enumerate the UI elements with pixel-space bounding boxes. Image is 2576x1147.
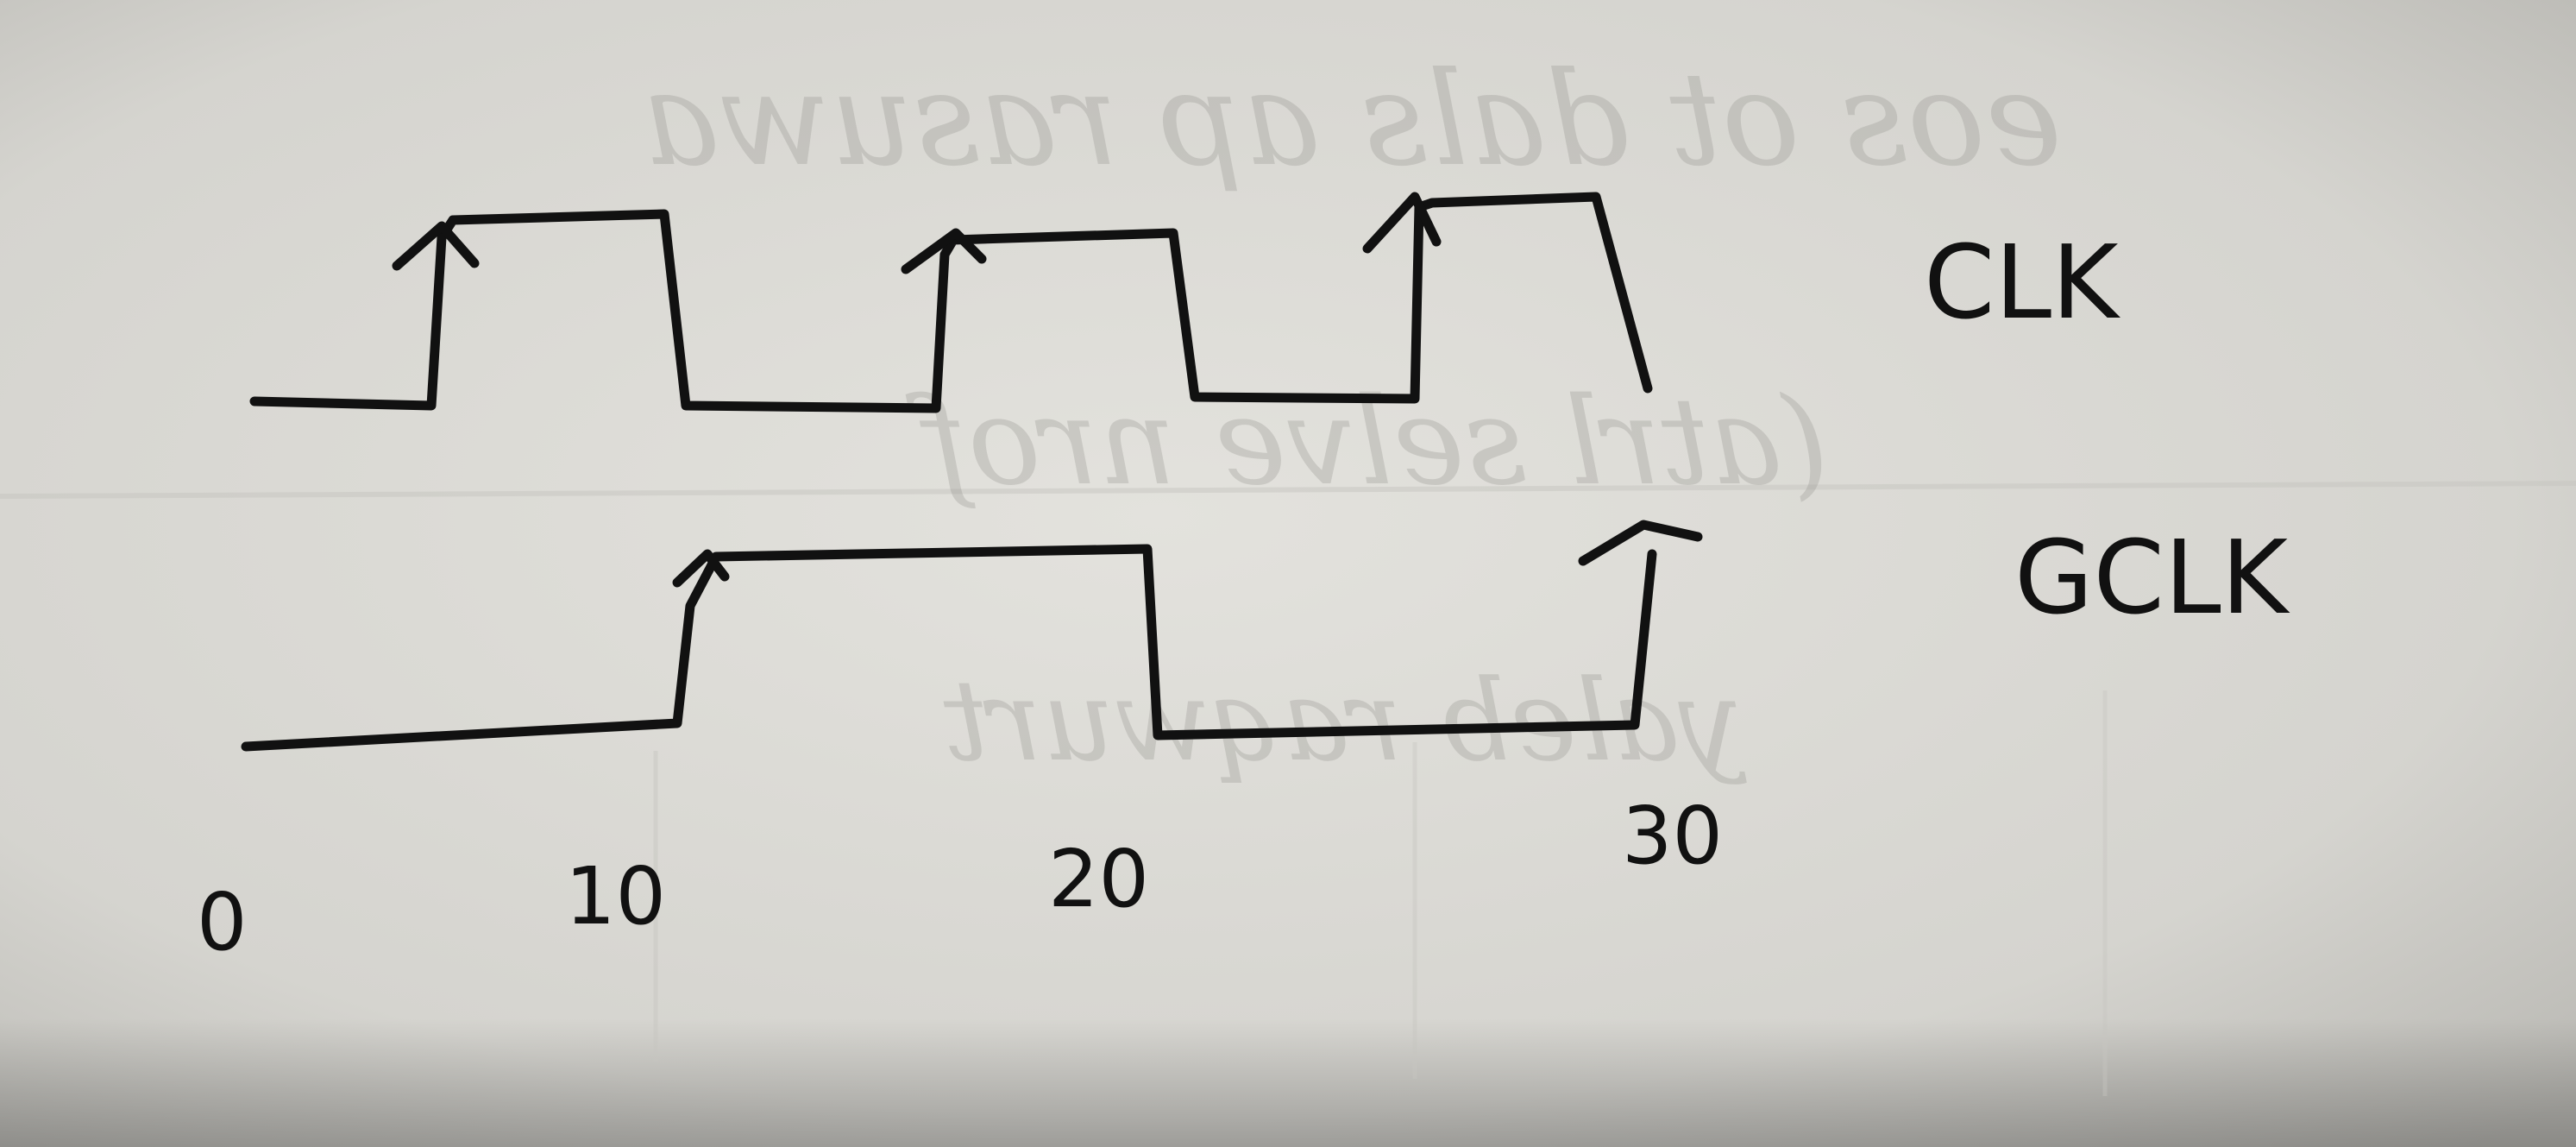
svg-text:yaleb raqwurt: yaleb raqwurt (943, 655, 1747, 786)
clk-rising-edge-arrow-icon (901, 228, 987, 274)
time-tick-0: 0 (197, 876, 248, 968)
svg-text:(atrl selve nrof: (atrl selve nrof (905, 372, 1829, 513)
gclk-signal-trace (241, 544, 1657, 752)
gclk-rising-edge-arrow-icon (672, 549, 730, 588)
paper-fold-line (0, 481, 2576, 499)
signal-label-clk: CLK (1924, 223, 2120, 342)
signal-label-gclk: GCLK (2014, 518, 2290, 637)
paper-bottom-shadow (0, 1018, 2576, 1147)
clk-rising-edge-arrow-icon (1362, 192, 1442, 254)
clk-waveform (249, 192, 1653, 413)
gclk-rising-edge-arrow-icon (1578, 520, 1703, 566)
time-tick-10: 10 (565, 850, 666, 942)
clk-rising-edge-arrow-icon (392, 221, 480, 271)
time-tick-20: 20 (1048, 833, 1149, 925)
gclk-waveform (241, 520, 1703, 752)
svg-text:eos ot dals ap rasuwa: eos ot dals ap rasuwa (642, 45, 2062, 195)
time-tick-30: 30 (1622, 790, 1723, 882)
